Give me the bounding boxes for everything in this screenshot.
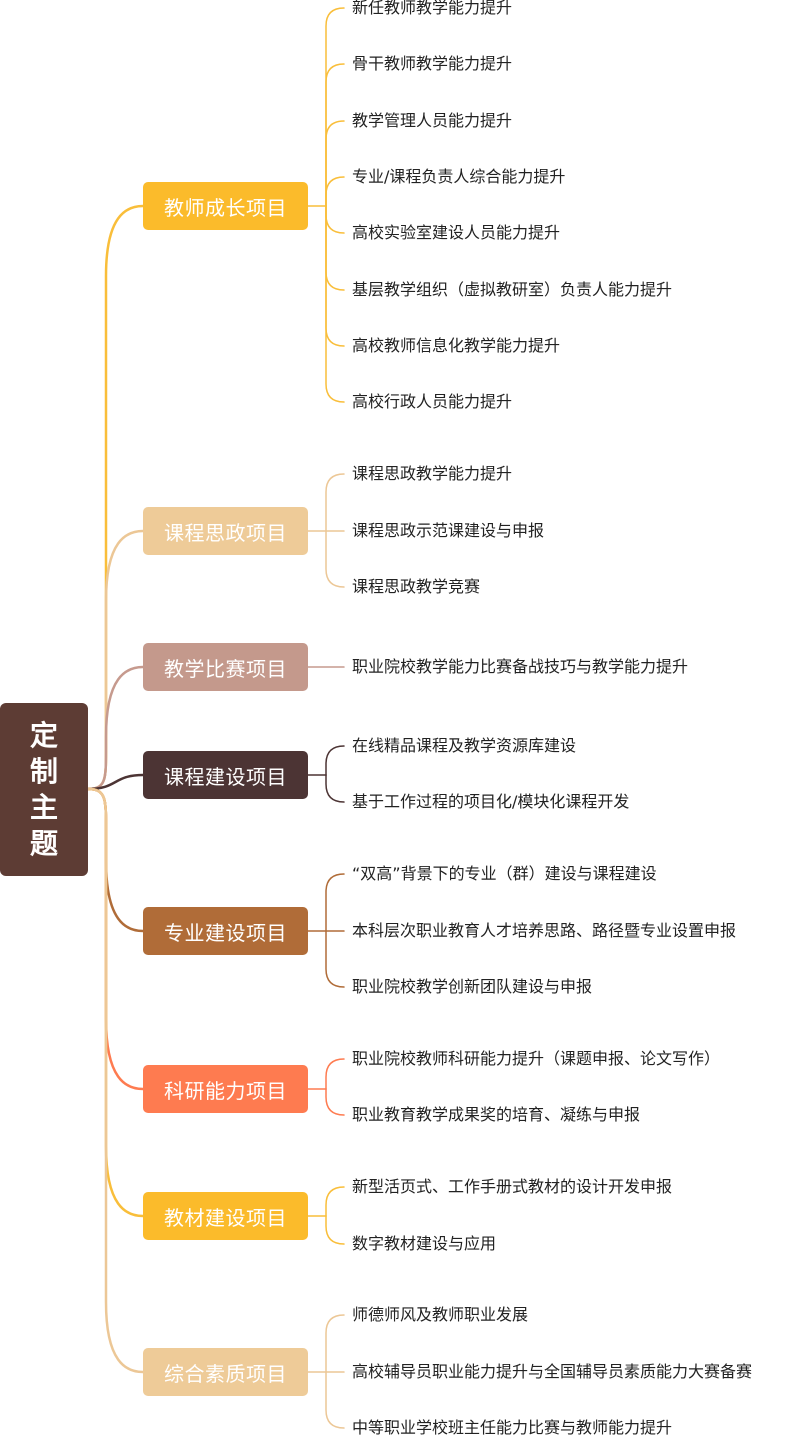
branch-label: 教材建设项目 — [164, 1205, 287, 1230]
leaf-connector — [325, 205, 345, 234]
leaf-item: 职业院校教学能力比赛备战技巧与教学能力提升 — [352, 657, 689, 676]
leaf-item: 中等职业学校班主任能力比赛与教师能力提升 — [352, 1418, 673, 1437]
leaf-connector — [325, 745, 345, 776]
leaf-item: 职业院校教学创新团队建设与申报 — [352, 977, 593, 996]
leaf-item: 职业教育教学成果奖的培育、凝练与申报 — [352, 1105, 641, 1124]
leaf-item: 课程思政教学竞赛 — [352, 577, 481, 596]
leaf-connector — [325, 120, 345, 207]
branch-node: 教材建设项目 — [143, 1192, 308, 1240]
leaf-connector — [325, 63, 345, 207]
leaf-item: 课程思政教学能力提升 — [352, 464, 513, 483]
leaf-item: 高校辅导员职业能力提升与全国辅导员素质能力大赛备赛 — [352, 1362, 753, 1381]
leaf-item: 高校实验室建设人员能力提升 — [352, 223, 561, 242]
branch-connector — [86, 787, 145, 1374]
leaf-item: 高校教师信息化教学能力提升 — [352, 336, 561, 355]
branch-label: 教学比赛项目 — [164, 656, 287, 681]
branch-label: 课程思政项目 — [164, 520, 287, 545]
leaf-item: 基层教学组织（虚拟教研室）负责人能力提升 — [352, 280, 673, 299]
leaf-connector — [325, 7, 345, 207]
leaf-item: 师德师风及教师职业发展 — [352, 1305, 529, 1324]
branch-node: 教师成长项目 — [143, 182, 308, 230]
branch-label: 教师成长项目 — [164, 195, 287, 220]
branch-node: 科研能力项目 — [143, 1065, 308, 1113]
leaf-connector — [325, 530, 345, 588]
branch-node: 综合素质项目 — [143, 1348, 308, 1396]
leaf-item: 高校行政人员能力提升 — [352, 392, 513, 411]
leaf-connector — [325, 176, 345, 207]
branch-connector — [86, 773, 145, 791]
branch-connector — [86, 787, 145, 1091]
leaf-item: 本科层次职业教育人才培养思路、路径暨专业设置申报 — [352, 921, 737, 940]
leaf-item: 骨干教师教学能力提升 — [352, 54, 513, 73]
leaf-connector — [325, 774, 345, 803]
leaf-item: 教学管理人员能力提升 — [352, 111, 513, 130]
branch-node: 专业建设项目 — [143, 907, 308, 955]
leaf-connector — [325, 1088, 345, 1116]
leaf-connector — [325, 873, 345, 932]
branch-connector — [86, 665, 145, 791]
leaf-connector — [325, 1058, 345, 1090]
leaf-connector — [325, 1314, 345, 1373]
leaf-item: 职业院校教师科研能力提升（课题申报、论文写作） — [352, 1049, 721, 1068]
branch-label: 科研能力项目 — [164, 1078, 287, 1103]
leaf-item: 基于工作过程的项目化/模块化课程开发 — [352, 792, 630, 811]
branch-node: 教学比赛项目 — [143, 643, 308, 691]
branch-connector — [86, 529, 145, 791]
leaf-connector — [325, 1186, 345, 1217]
leaf-item: 专业/课程负责人综合能力提升 — [352, 167, 566, 186]
leaf-connector — [325, 930, 345, 988]
leaf-connector — [325, 205, 345, 403]
leaf-item: “双高”背景下的专业（群）建设与课程建设 — [352, 864, 657, 883]
branch-label: 课程建设项目 — [164, 764, 287, 789]
branch-node: 课程建设项目 — [143, 751, 308, 799]
root-node: 定制主题 — [0, 703, 88, 876]
leaf-item: 课程思政示范课建设与申报 — [352, 521, 545, 540]
branch-label: 专业建设项目 — [164, 920, 287, 945]
leaf-connector — [325, 1371, 345, 1429]
leaf-connector — [325, 205, 345, 291]
branch-connector — [86, 787, 145, 1218]
root-label: 定制主题 — [29, 718, 58, 860]
leaf-item: 在线精品课程及教学资源库建设 — [352, 736, 577, 755]
leaf-connector — [325, 1215, 345, 1245]
branch-connector — [86, 204, 145, 791]
leaf-item: 数字教材建设与应用 — [352, 1234, 497, 1253]
leaf-item: 新型活页式、工作手册式教材的设计开发申报 — [352, 1177, 673, 1196]
branch-label: 综合素质项目 — [164, 1361, 287, 1386]
leaf-connector — [325, 473, 345, 532]
branch-connector — [86, 787, 145, 933]
branch-node: 课程思政项目 — [143, 507, 308, 555]
leaf-item: 新任教师教学能力提升 — [352, 0, 513, 17]
